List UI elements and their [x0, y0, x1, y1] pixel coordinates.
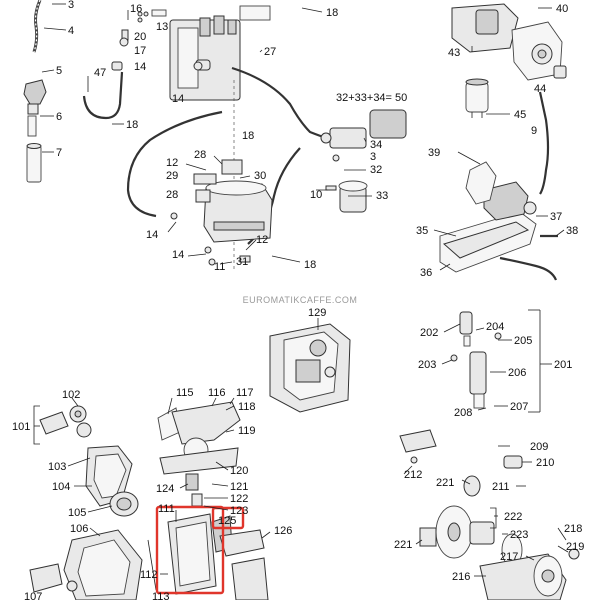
part-label: 14 — [172, 93, 184, 105]
part-label: 18 — [304, 259, 316, 271]
part-label: 44 — [534, 83, 546, 95]
part-label: 201 — [554, 359, 572, 371]
motor-gear-assembly — [399, 429, 580, 600]
part-label: 7 — [56, 147, 62, 159]
part-label: 212 — [404, 469, 422, 481]
part-label: 3 — [68, 0, 74, 11]
part-label: 117 — [236, 387, 254, 399]
part-label: 33 — [376, 190, 388, 202]
part-label: 218 — [564, 523, 582, 535]
part-label: 129 — [308, 307, 326, 319]
part-label: 209 — [530, 441, 548, 453]
part-label: 12 — [166, 157, 178, 169]
part-label: 207 — [510, 401, 528, 413]
part-label: 9 — [531, 125, 537, 137]
formula-label: 32+33+34= 50 — [336, 92, 407, 104]
part-label: 14 — [172, 249, 184, 261]
brew-chamber-assembly — [147, 401, 269, 600]
part-label: 20 — [134, 31, 146, 43]
steam-wand-assembly — [23, 0, 47, 183]
part-label: 106 — [70, 523, 88, 535]
part-label: 103 — [48, 461, 66, 473]
part-label: 116 — [208, 387, 226, 399]
part-label: 32 — [370, 164, 382, 176]
spout-assembly-201 — [450, 309, 541, 413]
part-label: 221 — [436, 477, 454, 489]
part-label: 29 — [166, 170, 178, 182]
part-label: 101 — [12, 421, 30, 433]
part-label: 31 — [236, 256, 248, 268]
part-label: 222 — [504, 511, 522, 523]
part-label: 28 — [166, 189, 178, 201]
pump-assembly — [451, 3, 567, 118]
part-label: 113 — [152, 591, 170, 600]
part-label: 35 — [416, 225, 428, 237]
part-label: 120 — [230, 465, 248, 477]
part-label: 210 — [536, 457, 554, 469]
leader-lines — [34, 3, 569, 577]
part-label: 126 — [274, 525, 292, 537]
drip-tray-assembly — [439, 161, 537, 273]
part-label: 119 — [238, 425, 256, 437]
part-label: 13 — [156, 21, 168, 33]
part-label: 4 — [68, 25, 74, 37]
part-label: 27 — [264, 46, 276, 58]
part-label: 11 — [214, 261, 225, 273]
part-label: 118 — [238, 401, 256, 413]
part-label: 216 — [452, 571, 470, 583]
part-label: 115 — [176, 387, 194, 399]
part-label: 125 — [218, 515, 236, 527]
watermark: EUROMATIKCAFFE.COM — [243, 295, 358, 305]
part-label: 112 — [140, 569, 158, 581]
part-label: 102 — [62, 389, 80, 401]
part-label: 121 — [230, 481, 248, 493]
boiler-assembly — [170, 109, 407, 266]
part-label: 28 — [194, 149, 206, 161]
part-label: 18 — [126, 119, 138, 131]
part-label: 219 — [566, 541, 584, 553]
part-label: 208 — [454, 407, 472, 419]
part-label: 14 — [146, 229, 158, 241]
part-label: 10 — [310, 189, 322, 201]
part-label: 223 — [510, 529, 528, 541]
part-label: 47 — [94, 67, 106, 79]
part-label: 18 — [242, 130, 254, 142]
part-label: 105 — [68, 507, 86, 519]
part-label: 16 — [130, 3, 142, 15]
part-label: 3 — [370, 151, 376, 163]
part-label: 34 — [370, 139, 382, 151]
part-label: 205 — [514, 335, 532, 347]
part-label: 202 — [420, 327, 438, 339]
part-label: 17 — [134, 45, 146, 57]
part-label: 123 — [230, 505, 248, 517]
part-label: 204 — [486, 321, 504, 333]
part-label: 37 — [550, 211, 562, 223]
grinder-assembly — [29, 405, 143, 600]
part-label: 40 — [556, 3, 568, 15]
part-label: 6 — [56, 111, 62, 123]
part-label: 39 — [428, 147, 440, 159]
part-number-labels: 3 4 5 6 7 16 20 17 14 13 18 27 14 47 18 … — [12, 0, 584, 600]
part-label: 45 — [514, 109, 526, 121]
part-label: 111 — [158, 503, 175, 515]
part-label: 12 — [256, 234, 268, 246]
part-label: 124 — [156, 483, 174, 495]
part-label: 211 — [492, 481, 510, 493]
part-label: 30 — [254, 170, 266, 182]
part-label: 38 — [566, 225, 578, 237]
part-label: 14 — [134, 61, 146, 73]
part-label: 203 — [418, 359, 436, 371]
part-label: 122 — [230, 493, 248, 505]
part-label: 18 — [326, 7, 338, 19]
part-label: 104 — [52, 481, 70, 493]
part-label: 5 — [56, 65, 62, 77]
part-label: 107 — [24, 591, 42, 600]
part-label: 206 — [508, 367, 526, 379]
part-label: 221 — [394, 539, 412, 551]
part-label: 43 — [448, 47, 460, 59]
part-label: 36 — [420, 267, 432, 279]
part-label: 217 — [500, 551, 518, 563]
brew-unit-129 — [269, 323, 351, 413]
